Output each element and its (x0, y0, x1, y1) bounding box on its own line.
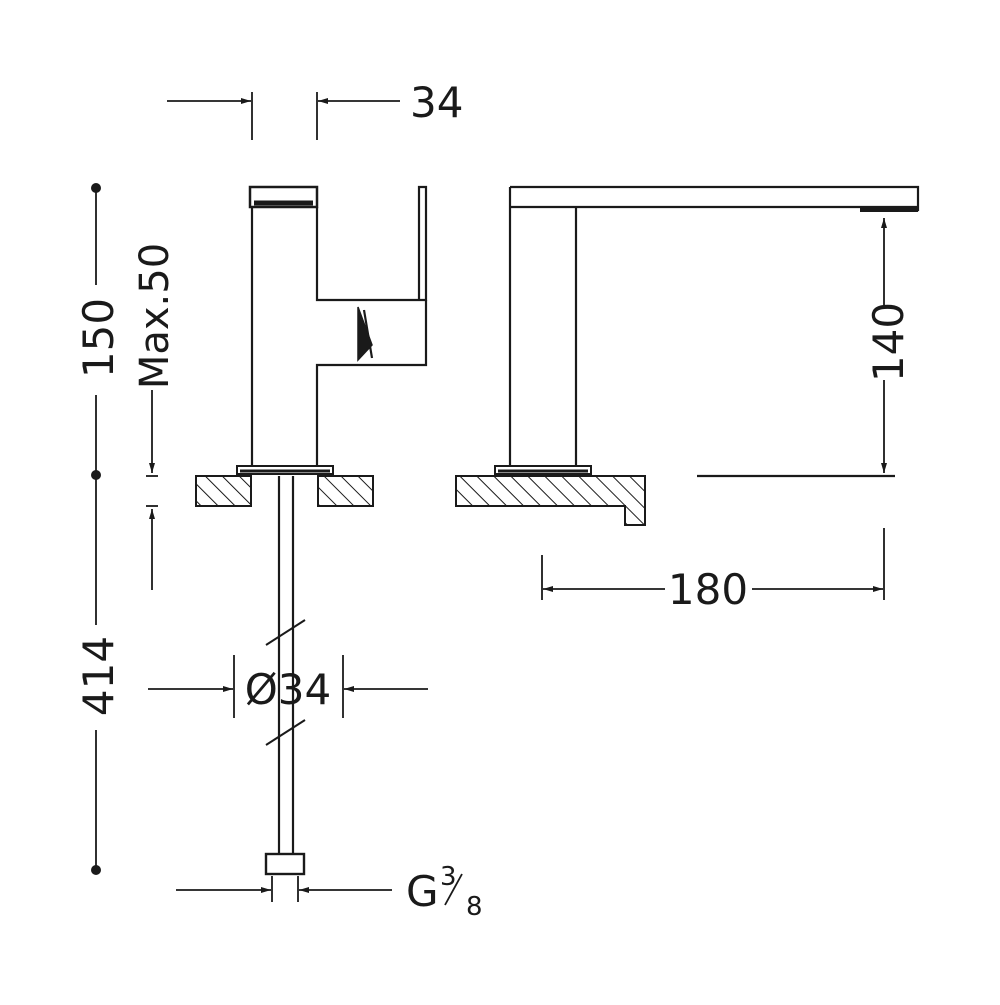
lever-line (362, 309, 374, 359)
dim-handle-width (167, 92, 400, 140)
dim-hose-diameter (148, 655, 428, 718)
label-thread-denominator: 8 (466, 892, 483, 922)
dim-dot-top (91, 183, 101, 193)
hose (264, 476, 306, 876)
deck-side (455, 475, 646, 526)
label-handle-width: 34 (410, 78, 463, 127)
dim-dot-bottom (91, 865, 101, 875)
faucet-front-view (236, 185, 428, 475)
spout-outline (508, 185, 920, 468)
deck-front (195, 475, 374, 507)
label-height-total: 150 (74, 298, 123, 378)
thread-fraction-slash (444, 873, 463, 906)
label-spout-height: 140 (864, 302, 913, 382)
label-thread-numerator: 3 (440, 862, 457, 892)
faucet-body-outline (250, 185, 428, 468)
dim-spout-reach (541, 528, 885, 600)
dim-left-vertical (91, 183, 101, 875)
label-spout-reach: 180 (668, 565, 748, 614)
label-hose-diameter: Ø34 (245, 665, 332, 714)
dim-deck-thickness (146, 390, 158, 590)
lever-joint (357, 306, 373, 362)
faucet-side-view (455, 185, 920, 526)
hose-connector (264, 852, 306, 876)
label-thread-prefix: G (406, 867, 439, 916)
label-deck-thickness: Max.50 (132, 243, 178, 389)
label-hose-length: 414 (74, 636, 123, 716)
lever-outline (315, 300, 428, 468)
dim-dot-mid (91, 470, 101, 480)
dim-thread (176, 873, 463, 906)
